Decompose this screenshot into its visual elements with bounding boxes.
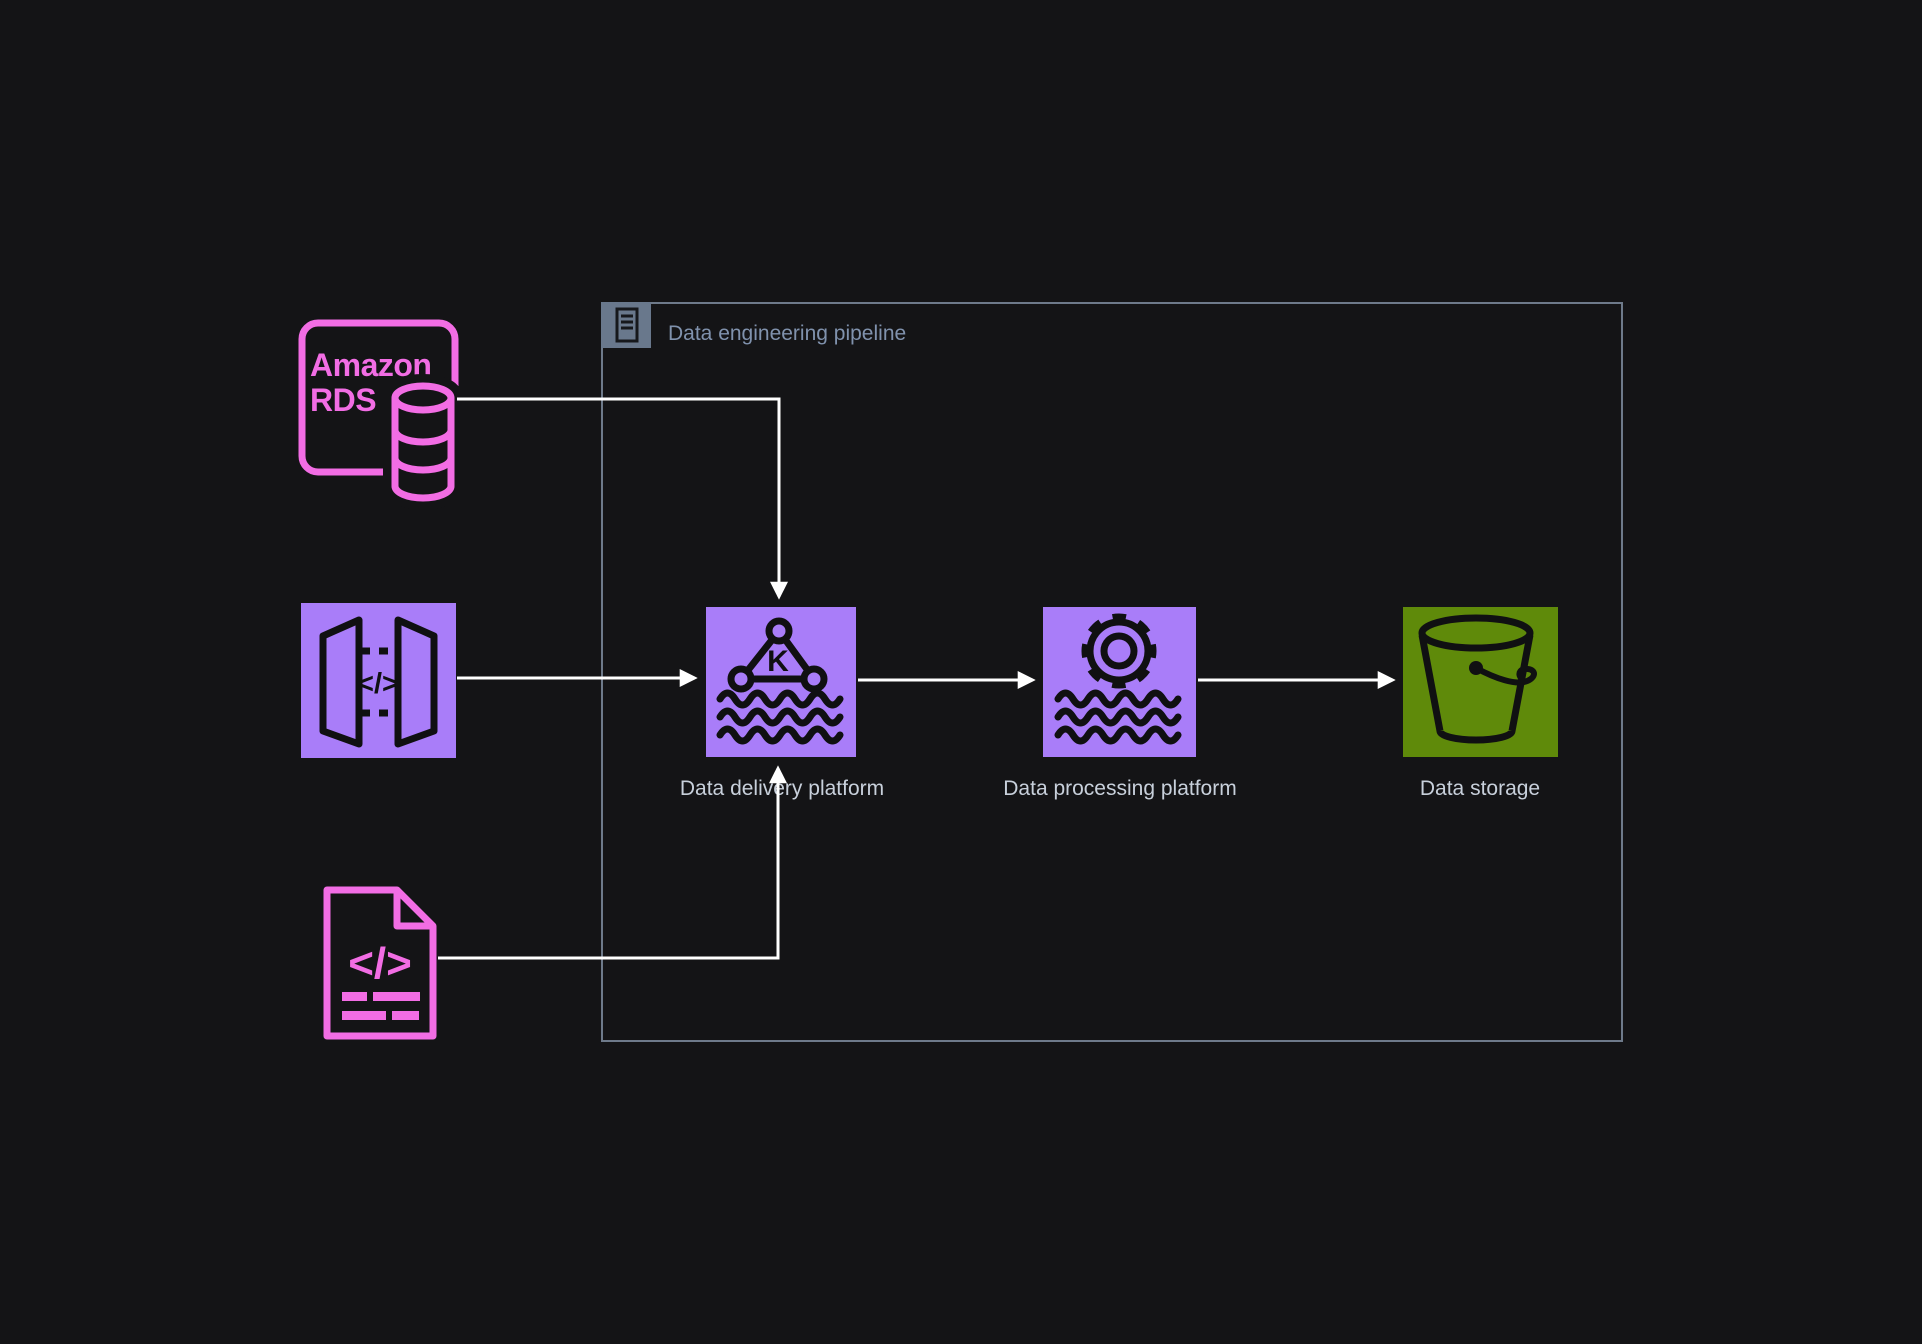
pipeline-group-box [601,302,1623,1042]
rds-title-line2: RDS [310,382,376,418]
data-storage-label: Data storage [1419,777,1541,800]
water-waves [716,689,844,745]
processing-gear-icon [1043,607,1196,757]
gear-icon [1081,613,1157,689]
api-gateway-code-glyph: </> [357,668,399,700]
bucket-handle [1469,661,1537,686]
pipeline-group-title: Data engineering pipeline [668,322,907,345]
api-gateway-icon: </> [301,603,456,758]
database-cylinder-icon [391,382,455,502]
code-file-node: </> [321,884,441,1044]
code-file-code-glyph: </> [348,939,412,988]
data-delivery-label: Data delivery platform [679,777,885,800]
water-waves [1054,689,1182,745]
amazon-rds-node: Amazon RDS [295,318,477,510]
pipeline-group-badge [601,302,651,348]
kafka-letter: K [767,645,789,678]
data-processing-node [1043,607,1196,757]
server-contents-icon [615,307,639,343]
api-gateway-node: </> [301,603,456,758]
s3-bucket-icon [1403,607,1558,757]
code-file-text-lines [342,992,420,1020]
amazon-rds-icon: Amazon RDS [298,319,463,510]
code-file-icon: </> [323,886,437,1040]
kafka-streaming-icon: K [706,607,856,757]
data-delivery-node: K [706,607,856,757]
data-processing-label: Data processing platform [1003,777,1237,800]
data-storage-node [1403,607,1558,757]
